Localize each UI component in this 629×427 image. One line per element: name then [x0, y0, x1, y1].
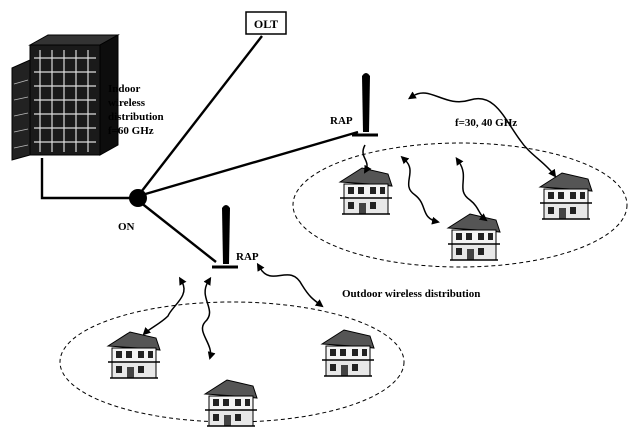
house — [539, 172, 593, 220]
frequency-label: f=30, 40 GHz — [455, 117, 517, 129]
indoor-label-line2: wireless — [108, 97, 146, 109]
fiber-links — [40, 35, 359, 263]
on-label: ON — [118, 221, 135, 233]
house — [339, 167, 393, 215]
on-node — [129, 189, 147, 207]
olt-label: OLT — [254, 17, 278, 31]
indoor-label-line1: Indoor — [108, 83, 141, 95]
outdoor-label: Outdoor wireless distribution — [342, 288, 480, 300]
rap-1-label: RAP — [330, 115, 353, 127]
on-to-rap2-link — [139, 201, 217, 263]
wireless-links — [142, 91, 557, 360]
rap-2-label: RAP — [236, 251, 259, 263]
olt-box: OLT — [245, 11, 287, 35]
house — [321, 329, 375, 377]
building-to-on-link — [40, 158, 134, 200]
rap-antenna-2 — [212, 205, 238, 269]
indoor-building — [11, 34, 120, 161]
house — [107, 331, 161, 379]
indoor-label-line3: distribution — [108, 111, 164, 123]
house — [204, 379, 258, 427]
indoor-label-line4: f=60 GHz — [108, 125, 154, 137]
rap-antenna-1 — [352, 73, 378, 137]
on-to-olt-link — [137, 35, 263, 197]
on-to-rap1-link — [141, 130, 359, 197]
house — [447, 213, 501, 261]
